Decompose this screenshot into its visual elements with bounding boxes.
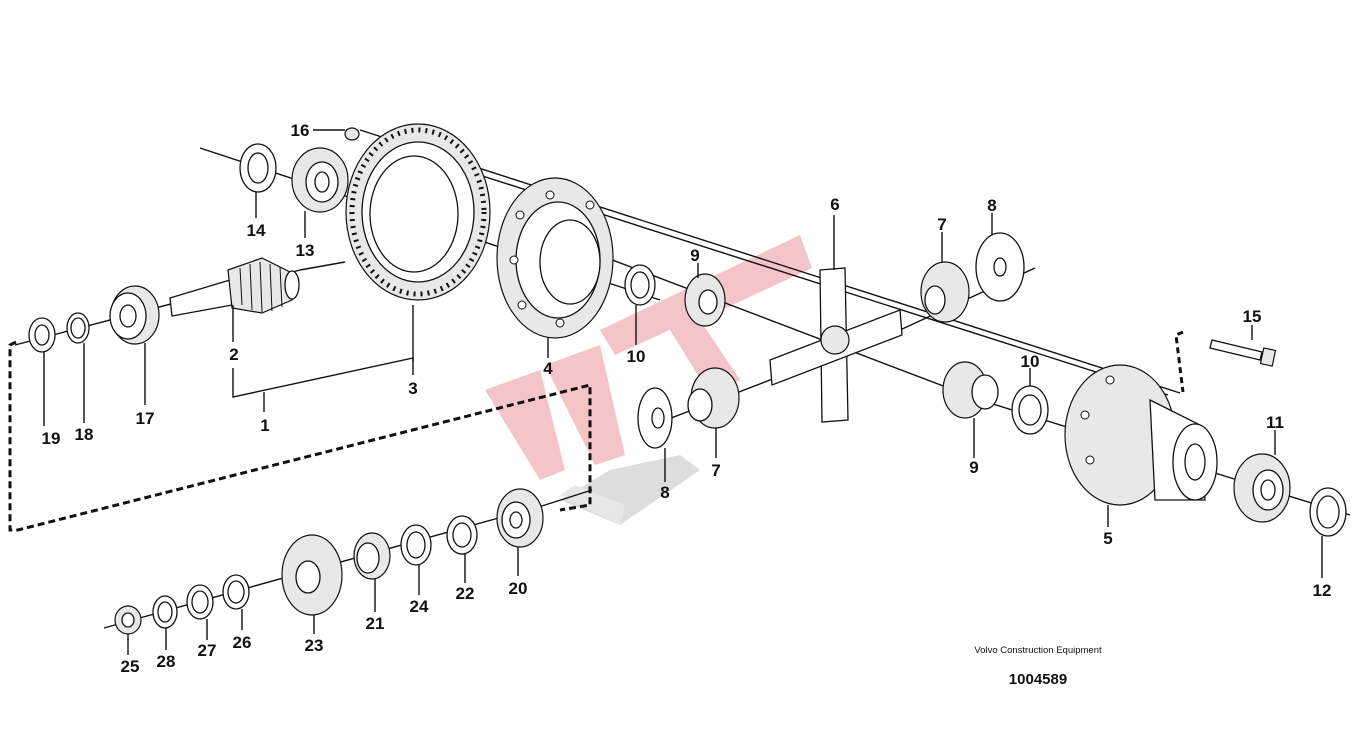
callout-10-right: 10 (1021, 352, 1040, 371)
callout-26: 26 (233, 633, 252, 652)
callout-20: 20 (509, 579, 528, 598)
callout-14: 14 (247, 221, 266, 240)
part-11-bearing (1233, 453, 1291, 523)
part-14-seal (239, 143, 277, 193)
callout-4: 4 (543, 359, 553, 378)
part-19-seal (28, 317, 56, 353)
part-4-carrier-housing (496, 177, 614, 339)
part-9-side-gear (942, 361, 999, 419)
callout-9-lower: 9 (969, 458, 978, 477)
part-2-pinion (169, 257, 300, 317)
callout-9-upper: 9 (690, 246, 699, 265)
part-23-flange (281, 534, 343, 616)
callout-8-upper: 8 (987, 196, 996, 215)
callout-23: 23 (305, 636, 324, 655)
part-15-bolt (1209, 339, 1277, 367)
part-20-bearing (496, 488, 544, 548)
part-3-ring-gear (345, 123, 491, 301)
part-8-thrust-washer (975, 232, 1025, 302)
callout-7-lower: 7 (711, 461, 720, 480)
callout-27: 27 (198, 641, 217, 660)
callout-24: 24 (410, 597, 429, 616)
part-7-pinion-gear (687, 367, 740, 429)
callout-19: 19 (42, 429, 61, 448)
part-18-shim (66, 312, 90, 344)
part-16-nut (344, 127, 360, 141)
callout-5: 5 (1103, 529, 1112, 548)
callout-22: 22 (456, 584, 475, 603)
callout-labels: 1 2 3 4 5 6 7 7 8 8 9 9 10 10 11 12 13 1… (42, 121, 1332, 676)
callout-7-upper: 7 (937, 215, 946, 234)
callout-18: 18 (75, 425, 94, 444)
dashed-connectors (8, 330, 1185, 532)
callout-11: 11 (1266, 413, 1284, 432)
callout-15: 15 (1243, 307, 1262, 326)
part-27-lock-plate (186, 584, 214, 620)
callout-16: 16 (291, 121, 310, 140)
part-10-washer (624, 264, 656, 306)
callout-1: 1 (260, 416, 269, 435)
part-7-pinion-gear (920, 261, 970, 323)
drawing-number: 1004589 (1008, 671, 1068, 688)
callout-6: 6 (830, 195, 839, 214)
part-13-bearing (291, 147, 349, 213)
part-17-bearing (109, 285, 160, 345)
callout-17: 17 (136, 409, 155, 428)
part-22-seal (446, 515, 478, 555)
part-9-side-gear (684, 273, 726, 327)
part-12-seal (1309, 487, 1347, 537)
callout-8-lower: 8 (660, 483, 669, 502)
company-caption: Volvo Construction Equipment (974, 645, 1102, 656)
part-10-washer (1011, 385, 1049, 435)
part-24-shim (400, 524, 432, 566)
leader-lines (43, 129, 1323, 655)
callout-21: 21 (366, 614, 385, 633)
callout-25: 25 (121, 657, 140, 676)
part-21-sleeve (353, 532, 391, 580)
callout-28: 28 (157, 652, 176, 671)
callout-3: 3 (408, 379, 417, 398)
part-25-nut (114, 605, 142, 635)
callout-10-left: 10 (627, 347, 646, 366)
part-28-washer (152, 595, 178, 629)
callout-13: 13 (296, 241, 315, 260)
part-8-thrust-washer (637, 387, 673, 449)
part-26-lock-plate (222, 574, 250, 610)
callout-2: 2 (229, 345, 238, 364)
callout-12: 12 (1313, 581, 1332, 600)
part-6-spider (769, 267, 903, 423)
part-5-differential-housing (1064, 364, 1218, 506)
